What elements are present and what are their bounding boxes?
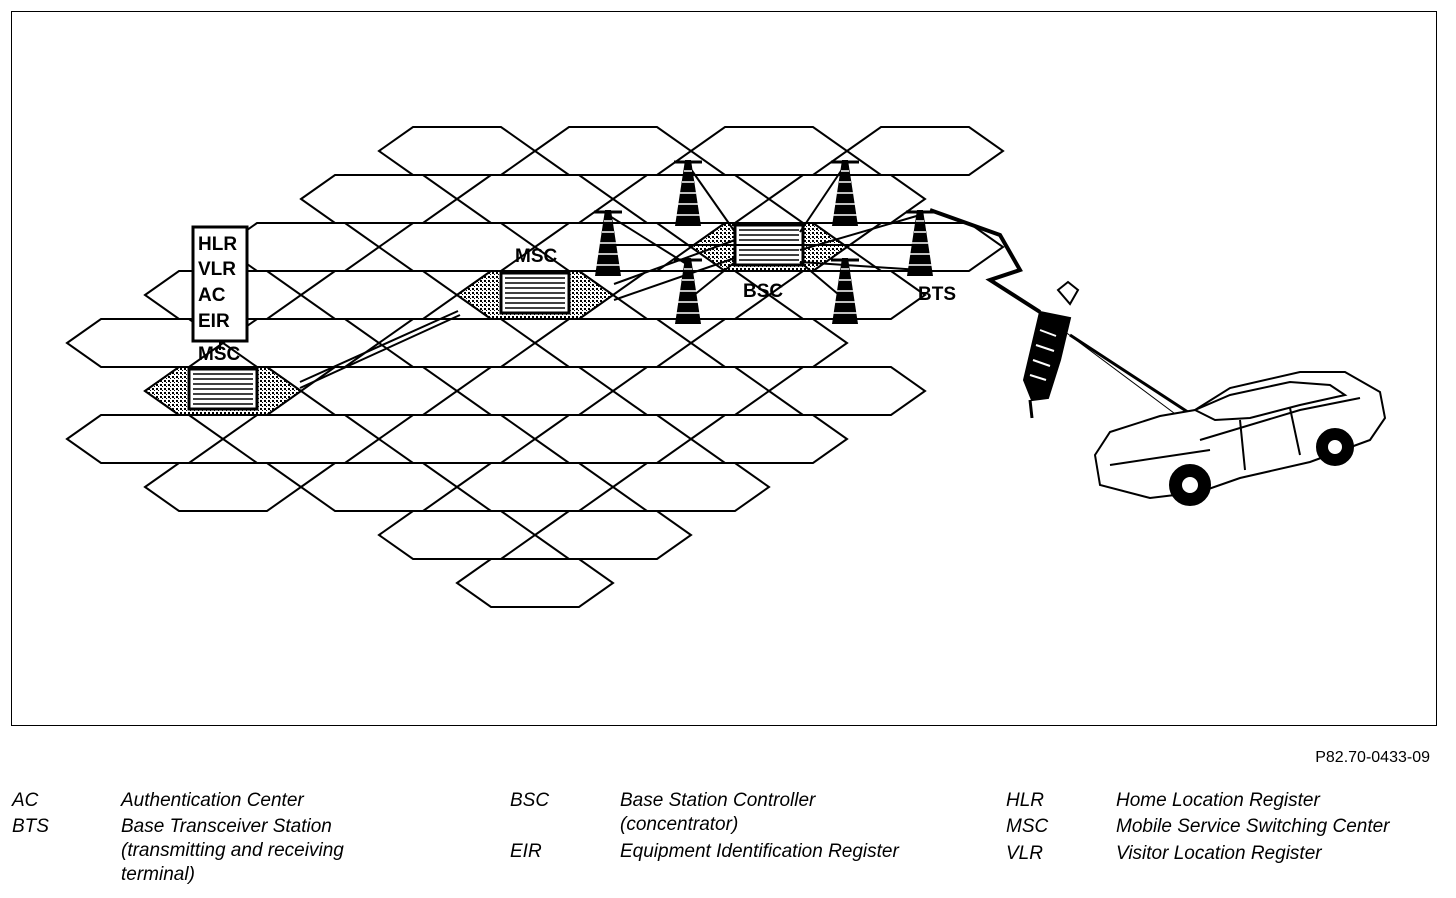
hex-cell (533, 318, 693, 368)
hex-cell (455, 558, 615, 608)
legend-abbr-msc: MSC (1006, 816, 1049, 837)
hex-cell (611, 462, 771, 512)
hex-cell (455, 366, 615, 416)
legend-abbr-vlr: VLR (1006, 843, 1043, 864)
hex-cell (65, 414, 225, 464)
hlr-label: HLR (198, 234, 237, 255)
antenna-tower-icon (674, 258, 702, 324)
figure-reference: P82.70-0433-09 (1315, 749, 1430, 766)
legend-desc-bts: Base Transceiver Station (transmitting a… (121, 816, 344, 885)
car-icon (1093, 371, 1387, 506)
bts-label: BTS (918, 284, 956, 305)
legend-abbr-bsc: BSC (510, 790, 550, 811)
hex-cell (299, 366, 459, 416)
network-links (299, 164, 1201, 426)
legend-desc-hlr: Home Location Register (1116, 790, 1320, 811)
bts-towers (594, 160, 934, 324)
hex-cell (377, 510, 537, 560)
hex-cell (533, 510, 693, 560)
hex-cell (455, 174, 615, 224)
bsc-label: BSC (743, 281, 783, 302)
legend-abbr-bts: BTS (12, 816, 49, 837)
msc-left-cell (143, 366, 303, 416)
hex-cell (299, 270, 459, 320)
hex-cell (143, 462, 303, 512)
legend-desc-ac: Authentication Center (121, 790, 304, 811)
vlr-label: VLR (198, 259, 236, 280)
antenna-tower-icon (674, 160, 702, 226)
msc-center-cell (455, 270, 615, 320)
ac-label: AC (198, 285, 226, 306)
legend-desc-msc: Mobile Service Switching Center (1116, 816, 1390, 837)
register-box: HLR VLR AC EIR (191, 225, 249, 350)
hex-cell (845, 126, 1005, 176)
hex-cell (533, 414, 693, 464)
legend-abbr-hlr: HLR (1006, 790, 1045, 811)
hex-cell (689, 126, 849, 176)
hex-cell (377, 414, 537, 464)
hex-cell (221, 414, 381, 464)
hex-cell (689, 318, 849, 368)
legend-desc-eir: Equipment Identification Register (620, 841, 899, 862)
hex-cell (377, 318, 537, 368)
antenna-tower-icon (831, 160, 859, 226)
antenna-tower-icon (906, 210, 934, 276)
hex-cell (299, 462, 459, 512)
legend-abbr-eir: EIR (510, 841, 542, 862)
hex-cell (299, 174, 459, 224)
legend-desc-vlr: Visitor Location Register (1116, 843, 1322, 864)
hex-cell (611, 366, 771, 416)
msc-center-label: MSC (515, 246, 558, 267)
hex-cell (533, 126, 693, 176)
mobile-phone-icon (1022, 280, 1080, 419)
antenna-tower-icon (831, 258, 859, 324)
hex-cell (455, 462, 615, 512)
legend-desc-bsc: Base Station Controller (concentrator) (620, 790, 816, 835)
msc-left-label: MSC (198, 344, 241, 365)
network-diagram: HLR VLR AC EIR MSC MSC BSC BTS (65, 126, 1387, 608)
hex-cell (767, 366, 927, 416)
hex-cell (689, 414, 849, 464)
antenna-tower-icon (594, 210, 622, 276)
legend-abbr-ac: AC (12, 790, 39, 811)
diagram-frame (11, 11, 1437, 726)
eir-label: EIR (198, 311, 230, 332)
hex-cell (377, 222, 537, 272)
hex-cell (377, 126, 537, 176)
